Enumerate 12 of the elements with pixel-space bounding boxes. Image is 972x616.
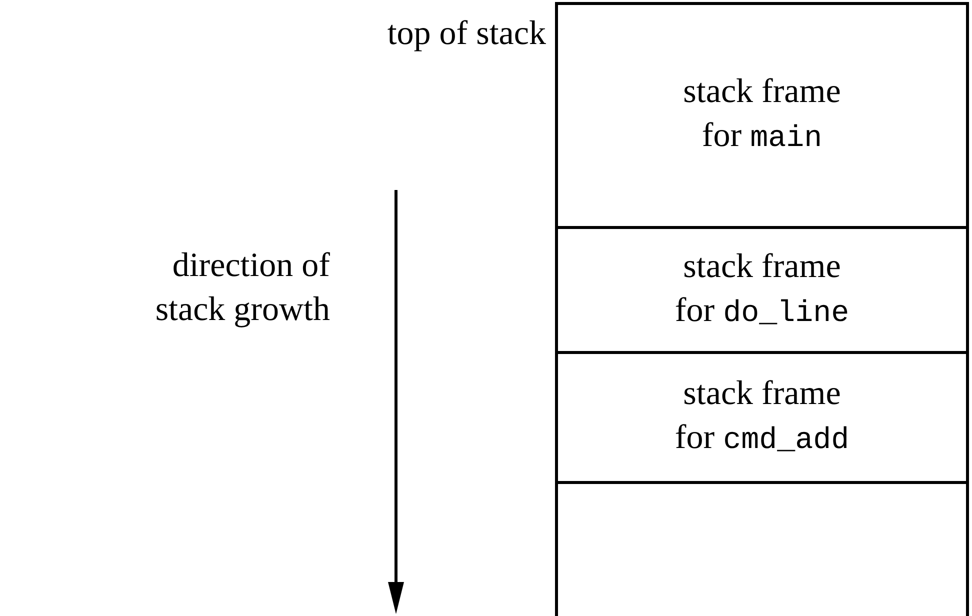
stack-frame [555, 226, 969, 351]
frame-title: stack frame [683, 72, 841, 112]
function-label: for cmd_add [674, 418, 850, 460]
frame-title: stack frame [683, 246, 841, 286]
function-label: for do_line [674, 290, 850, 332]
direction-label: direction of stack growth [154, 246, 330, 330]
stack-frame [555, 351, 969, 481]
function-label: for main [702, 116, 822, 158]
top-of-stack-label: top of stack [387, 14, 546, 54]
frame-title: stack frame [683, 374, 841, 414]
empty-stack-slot [555, 481, 969, 616]
stack-frame [555, 2, 969, 226]
